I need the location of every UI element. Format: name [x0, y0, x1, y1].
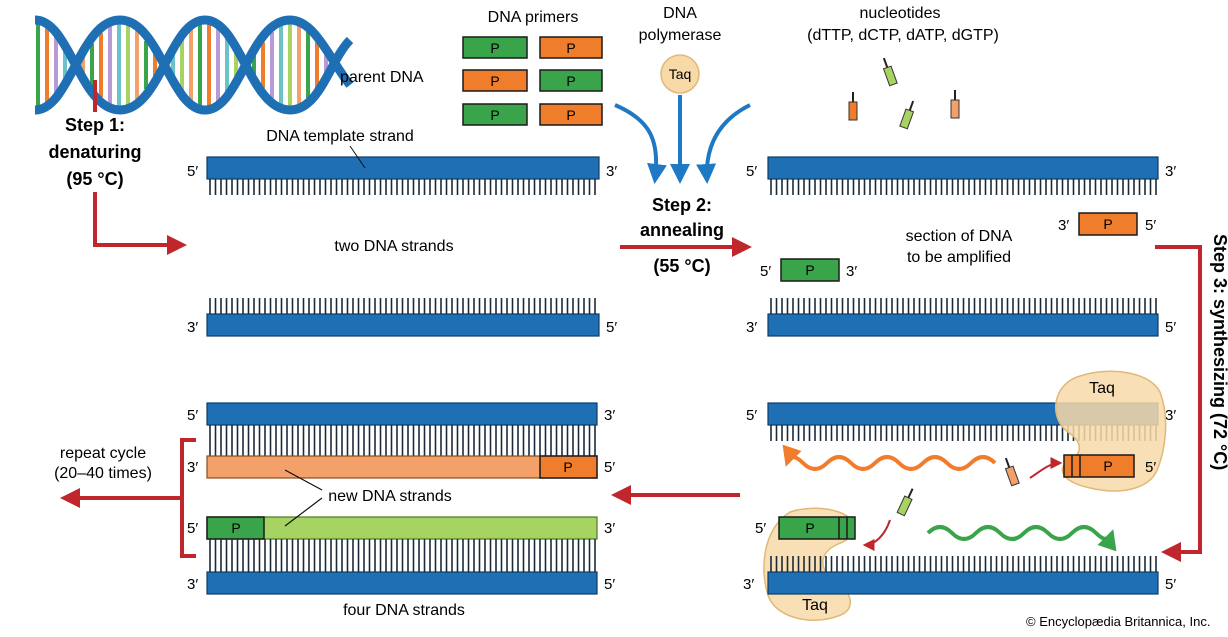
product-strand-2-new-orange: P: [206, 455, 598, 479]
svg-text:P: P: [563, 459, 572, 475]
svg-text:5′: 5′: [1145, 217, 1156, 234]
svg-text:5′: 5′: [746, 407, 757, 424]
svg-text:5′: 5′: [604, 459, 615, 476]
primer-arrow: [614, 103, 667, 184]
green-incorporation-arrow: [862, 519, 891, 551]
step2-title: Step 2:: [652, 195, 712, 215]
svg-text:5′: 5′: [187, 407, 198, 424]
product-strand-1: [206, 402, 598, 456]
section-label-2: to be amplified: [907, 249, 1011, 266]
svg-text:P: P: [231, 520, 240, 536]
two-dna-strands-label: two DNA strands: [334, 238, 453, 255]
svg-text:5′: 5′: [755, 520, 766, 537]
svg-text:3′: 3′: [846, 263, 857, 280]
product-strand-3-new-green: P: [206, 516, 598, 540]
taq-label: Taq: [669, 66, 692, 82]
svg-text:5′: 5′: [187, 163, 198, 180]
taq-bottom-label: Taq: [802, 597, 828, 614]
svg-text:P: P: [490, 73, 499, 89]
svg-text:3′: 3′: [187, 459, 198, 476]
step1-title: Step 1:: [65, 115, 125, 135]
synth-bottom-strand: [767, 556, 1159, 595]
svg-text:3′: 3′: [1165, 163, 1176, 180]
svg-text:P: P: [566, 107, 575, 123]
nucleotides-label: nucleotides: [860, 5, 941, 22]
svg-text:3′: 3′: [604, 520, 615, 537]
dna-primers-label: DNA primers: [488, 9, 579, 26]
parent-dna-label: parent DNA: [340, 69, 424, 86]
step1-arrow: [93, 192, 187, 255]
nucleotide-icons: [848, 57, 960, 130]
step2-name: annealing: [640, 220, 724, 240]
svg-text:5′: 5′: [1165, 576, 1176, 593]
denatured-top-strand: [206, 156, 600, 195]
product-strand-4: [206, 539, 598, 595]
polymerase-label-1: DNA: [663, 5, 697, 22]
repeat-bracket: [180, 438, 196, 558]
svg-text:5′: 5′: [746, 163, 757, 180]
svg-text:P: P: [805, 520, 814, 536]
svg-text:P: P: [1103, 458, 1112, 474]
step2-temp: (55 °C): [653, 256, 710, 276]
section-label-1: section of DNA: [906, 228, 1013, 245]
svg-text:5′: 5′: [1145, 459, 1156, 476]
green-primer-extending: [778, 516, 856, 540]
orange-synthesis-wave: [782, 444, 997, 471]
incoming-green-nucleotide-icon: [896, 488, 914, 517]
svg-text:P: P: [490, 107, 499, 123]
svg-text:3′: 3′: [187, 576, 198, 593]
orange-primer-annealed: [1078, 212, 1138, 236]
template-strand-pointer: [349, 145, 366, 169]
svg-text:3′: 3′: [1058, 217, 1069, 234]
new-dna-strands-label: new DNA strands: [328, 488, 452, 505]
new-strands-pointer-1: [284, 469, 323, 491]
step3-arrow: [1155, 245, 1202, 562]
annealed-bottom-strand: [767, 298, 1159, 337]
annealed-top-strand: [767, 156, 1159, 195]
repeat-label-1: repeat cycle: [60, 445, 146, 462]
orange-incorporation-arrow: [1029, 457, 1063, 479]
template-strand-label: DNA template strand: [266, 128, 414, 145]
copyright: © Encyclopædia Britannica, Inc.: [1026, 614, 1210, 629]
new-strands-pointer-2: [284, 497, 323, 527]
nucleotide-arrow: [696, 103, 751, 184]
svg-text:5′: 5′: [187, 520, 198, 537]
svg-text:P: P: [566, 40, 575, 56]
svg-text:5′: 5′: [1165, 319, 1176, 336]
svg-text:5′: 5′: [606, 319, 617, 336]
svg-text:3′: 3′: [1165, 407, 1176, 424]
svg-text:3′: 3′: [604, 407, 615, 424]
primer-stack: P P P P P P: [462, 36, 603, 126]
incoming-orange-nucleotide-icon: [1004, 457, 1020, 487]
svg-text:3′: 3′: [743, 576, 754, 593]
taq-enzyme-icon: [660, 54, 700, 94]
polymerase-label-2: polymerase: [639, 27, 722, 44]
svg-text:P: P: [566, 73, 575, 89]
svg-text:P: P: [490, 40, 499, 56]
green-primer-annealed: [780, 258, 840, 282]
svg-text:3′: 3′: [187, 319, 198, 336]
step1-temp: (95 °C): [66, 169, 123, 189]
step3-label: Step 3: synthesizing (72 °C): [1210, 234, 1228, 470]
svg-text:P: P: [805, 262, 814, 278]
denatured-bottom-strand: [206, 298, 600, 337]
parent-dna-helix: [34, 15, 354, 115]
svg-text:3′: 3′: [606, 163, 617, 180]
four-dna-strands-label: four DNA strands: [343, 602, 465, 619]
svg-text:5′: 5′: [760, 263, 771, 280]
green-synthesis-wave: [926, 525, 1117, 552]
svg-text:P: P: [1103, 216, 1112, 232]
svg-text:5′: 5′: [604, 576, 615, 593]
step1-name: denaturing: [49, 142, 142, 162]
orange-primer-extending: [1063, 454, 1135, 478]
taq-top-label: Taq: [1089, 380, 1115, 397]
nucleotides-types: (dTTP, dCTP, dATP, dGTP): [807, 27, 999, 44]
svg-text:3′: 3′: [746, 319, 757, 336]
repeat-label-2: (20–40 times): [54, 465, 152, 482]
